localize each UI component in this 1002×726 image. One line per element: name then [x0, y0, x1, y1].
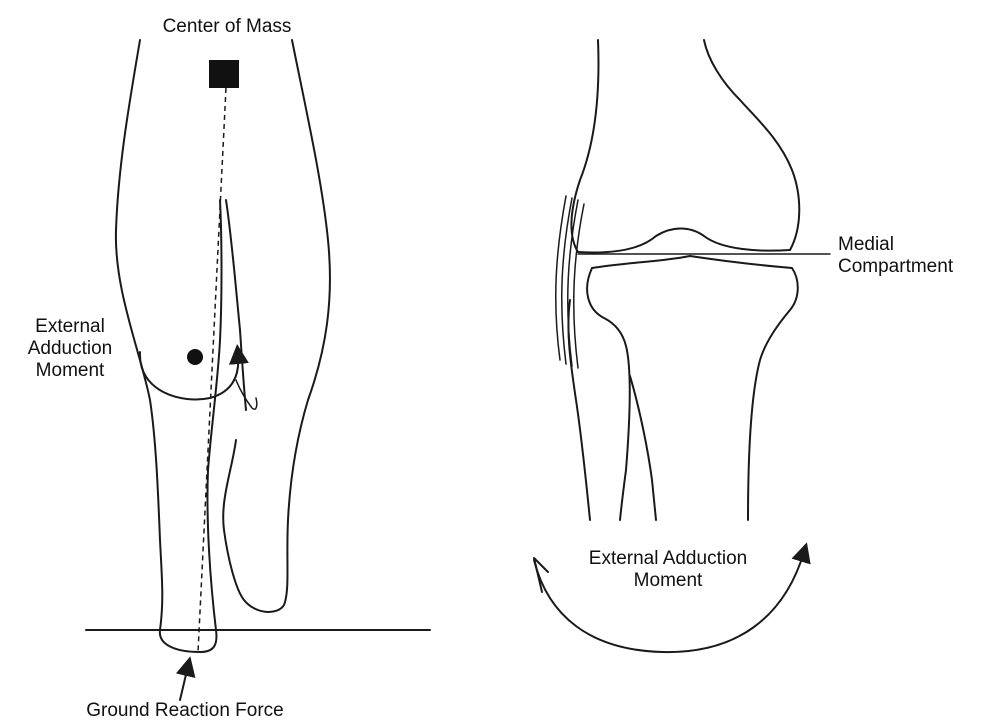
center-of-mass-label: Center of Mass — [112, 16, 342, 38]
tibia-outline — [587, 256, 798, 520]
stance-leg-outline — [116, 40, 222, 652]
ground-reaction-label: Ground Reaction Force — [40, 700, 330, 722]
ground-reaction-arrow — [180, 666, 188, 700]
medial-compartment-label-line-2: Compartment — [838, 256, 998, 278]
medial-compartment-label-line-1: Medial — [838, 234, 998, 256]
right-moment-label: External Adduction Moment — [548, 548, 788, 592]
left-moment-label-line-3: Moment — [10, 360, 130, 382]
center-of-mass-marker — [209, 60, 239, 88]
right-moment-label-line-2: Moment — [548, 570, 788, 592]
left-moment-label-line-1: External — [10, 316, 130, 338]
swing-leg-outline — [223, 40, 330, 612]
left-moment-label: External Adduction Moment — [10, 316, 130, 382]
medial-compartment-label: Medial Compartment — [838, 234, 998, 278]
load-line — [198, 88, 226, 652]
lateral-ligament-lines — [556, 196, 584, 368]
fibula-outline — [568, 300, 656, 520]
femur-outline — [571, 40, 799, 252]
right-moment-label-line-1: External Adduction — [548, 548, 788, 570]
knee-center-marker — [187, 349, 203, 365]
left-moment-label-line-2: Adduction — [10, 338, 130, 360]
